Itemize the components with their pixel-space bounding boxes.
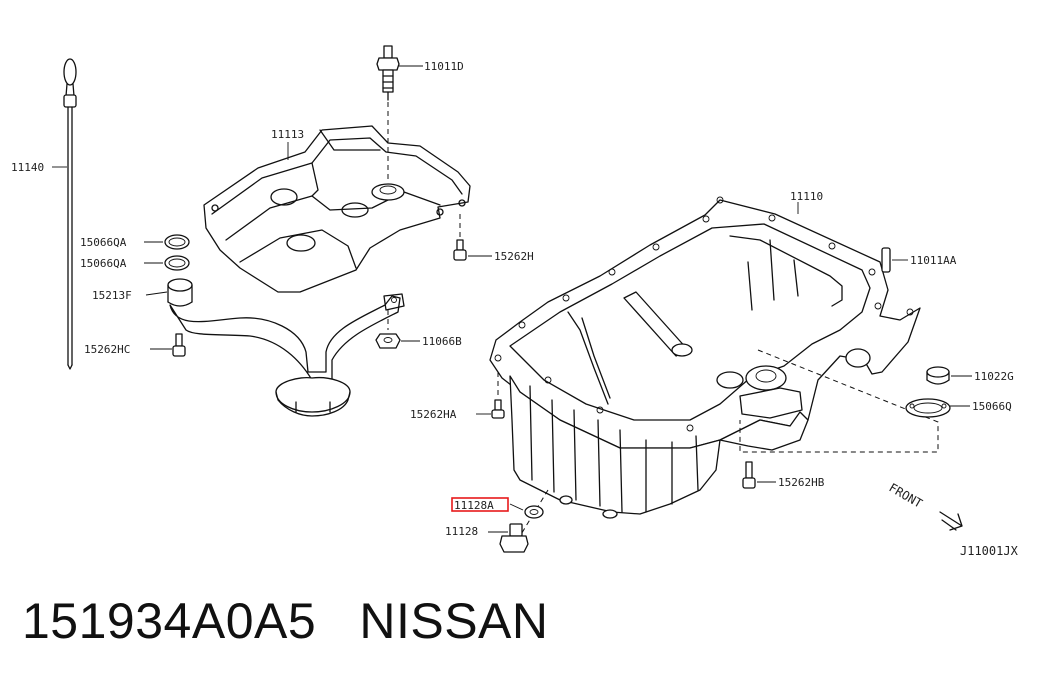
brand-name: NISSAN (359, 593, 549, 649)
front-arrow-icon (939, 511, 963, 531)
baffle-plate-11113[interactable] (203, 125, 471, 293)
stud-11011D[interactable] (376, 45, 423, 182)
label-11140: 11140 (11, 161, 44, 174)
label-11066B: 11066B (422, 335, 462, 348)
label-11128: 11128 (445, 525, 478, 538)
part-11022G[interactable] (926, 366, 972, 385)
label-15066QA-upper: 15066QA (80, 236, 127, 249)
o-ring-15066QA-lower[interactable] (144, 255, 190, 271)
label-15262HC: 15262HC (84, 343, 130, 356)
figure-code: J11001JX (960, 544, 1019, 558)
label-15262H: 15262H (494, 250, 534, 263)
nut-11066B[interactable] (375, 310, 420, 349)
o-ring-15066Q[interactable] (905, 398, 970, 418)
label-11011D: 11011D (424, 60, 464, 73)
caption: 151934A0A5 NISSAN (22, 592, 549, 650)
label-15262HA: 15262HA (410, 408, 457, 421)
bolt-15262HA[interactable] (476, 372, 505, 419)
highlight-box-11128A[interactable] (451, 497, 509, 512)
label-15066Q: 15066Q (972, 400, 1012, 413)
bolt-15262HC[interactable] (150, 333, 186, 357)
label-11011AA: 11011AA (910, 254, 957, 267)
part-number: 151934A0A5 (22, 593, 317, 649)
bolt-15262HB[interactable] (742, 461, 776, 489)
dowel-pin-11011AA[interactable] (881, 247, 908, 273)
label-11022G: 11022G (974, 370, 1014, 383)
o-ring-15066QA-upper[interactable] (144, 234, 190, 250)
oil-pan-11110[interactable] (489, 196, 921, 519)
bolt-15262H[interactable] (453, 214, 492, 261)
drain-washer-11128A[interactable] (509, 503, 544, 519)
label-11128A: 11128A (454, 499, 494, 512)
label-11113: 11113 (271, 128, 304, 141)
drain-plug-11128[interactable] (488, 523, 529, 553)
label-15262HB: 15262HB (778, 476, 825, 489)
front-label: FRONT (887, 480, 925, 510)
label-15213F: 15213F (92, 289, 132, 302)
assembly-leader (739, 349, 939, 453)
label-15066QA-lower: 15066QA (80, 257, 127, 270)
oil-strainer-15213F[interactable] (145, 278, 405, 417)
dipstick-11140[interactable] (52, 58, 77, 370)
front-direction-indicator: FRONT (887, 480, 963, 531)
label-11110: 11110 (790, 190, 823, 203)
